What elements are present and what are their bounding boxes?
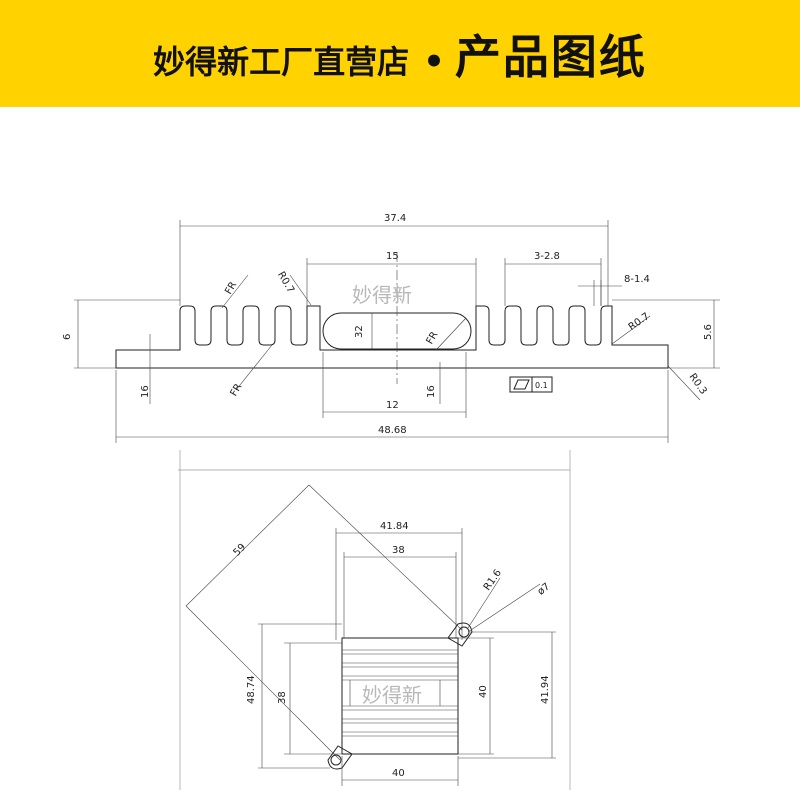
dim-flatness: 0.1 — [535, 381, 548, 390]
dim-slot-width: 15 — [386, 251, 399, 262]
mounting-hole-top — [458, 626, 470, 638]
page-title: 产品图纸 — [454, 29, 647, 84]
dim-inner-width: 38 — [392, 545, 405, 556]
dim-fin-thickness: 8-1.4 — [624, 274, 650, 285]
flatness-tolerance-frame: 0.1 — [509, 376, 553, 393]
header-banner: 妙得新工厂直营店 •产品图纸 — [0, 0, 800, 107]
dim-slot-bottom: 12 — [386, 400, 399, 411]
dim-diagonal: 59 — [232, 542, 249, 559]
dim-radius-fr-slot: FR — [425, 330, 441, 347]
heatsink-top-view — [327, 622, 473, 770]
dim-radius-r03: R0.3 — [687, 372, 709, 397]
top-view-drawing: 59 41.84 38 — [178, 450, 571, 790]
dim-outer-width: 41.84 — [380, 521, 409, 532]
dim-overall-bottom: 48.68 — [378, 425, 407, 436]
dim-radius-r07-right: R0.7 — [627, 311, 652, 333]
mounting-hole-bottom — [330, 754, 342, 766]
dim-bottom-width: 40 — [392, 768, 405, 779]
dim-height-4194: 41.94 — [540, 675, 551, 704]
profile-outline — [115, 305, 669, 369]
dim-slot-height: 32 — [354, 325, 365, 338]
store-name: 妙得新工厂直营店 — [153, 42, 410, 81]
dim-radius-fr-bottom: FR — [229, 382, 245, 399]
dim-hole-dia: ø7 — [536, 581, 553, 597]
dim-height-outer: 48.74 — [246, 675, 257, 704]
heatsink-body — [341, 637, 459, 755]
dim-height-inner: 38 — [277, 691, 288, 704]
dim-height-left: 6 — [62, 334, 73, 340]
dim-radius-fr-top: FR — [223, 280, 239, 297]
dim-overall-top: 37.4 — [384, 213, 406, 224]
watermark-bottom: 妙得新 — [362, 683, 422, 707]
watermark-top: 妙得新 — [352, 283, 412, 307]
dim-radius-r07-left: R0.7 — [275, 270, 296, 295]
dim-radius-hole: R1.6 — [482, 568, 504, 593]
dim-height-right: 5.6 — [703, 324, 714, 340]
banner-title: 妙得新工厂直营店 •产品图纸 — [153, 21, 647, 87]
dim-base-center: 16 — [426, 385, 437, 398]
technical-drawing: 37.4 15 3-2.8 8-1.4 FR R0.7 FR FR R0.7 R… — [62, 213, 720, 790]
dim-height-40: 40 — [478, 685, 489, 698]
dim-base-left: 16 — [140, 385, 151, 398]
profile-drawing: 37.4 15 3-2.8 8-1.4 FR R0.7 FR FR R0.7 R… — [62, 213, 720, 443]
mounting-tab-bottom — [327, 745, 353, 770]
flatness-icon — [513, 379, 530, 390]
title-separator: • — [423, 41, 445, 82]
dim-fin-pitch: 3-2.8 — [534, 251, 560, 262]
